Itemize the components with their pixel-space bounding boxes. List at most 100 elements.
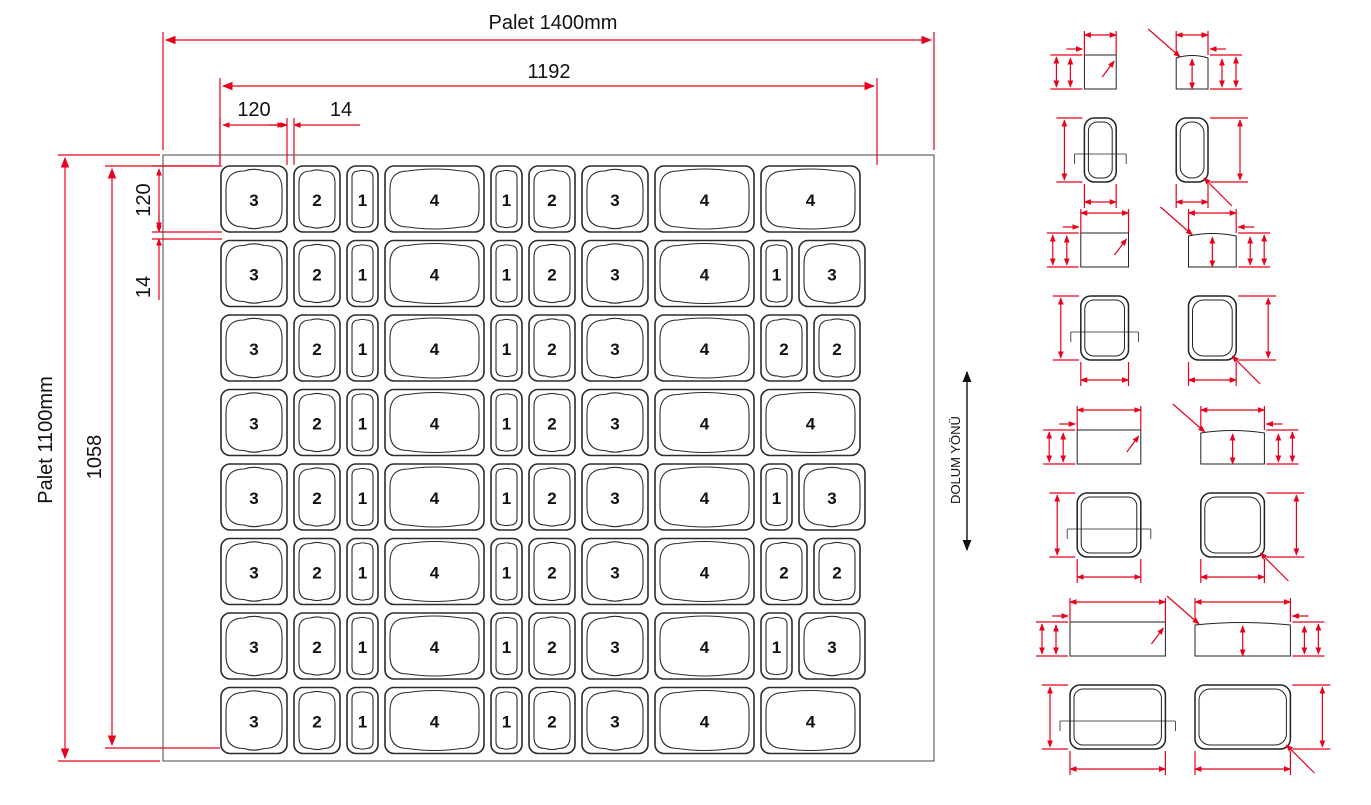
container-type-label: 2 — [312, 340, 321, 359]
container-type-label: 4 — [700, 713, 710, 732]
container-type-label: 4 — [806, 713, 816, 732]
container-type-label: 1 — [358, 489, 367, 508]
detail-drawings — [1036, 28, 1331, 775]
layout-height-label: 1058 — [84, 435, 106, 480]
container-type-label: 3 — [827, 266, 836, 285]
container-cell-type-3: 3 — [581, 686, 649, 755]
container-type-label: 1 — [358, 564, 367, 583]
container-type-label: 2 — [312, 415, 321, 434]
container-type-label: 4 — [430, 638, 440, 657]
container-type-label: 1 — [502, 340, 511, 359]
container-cell-type-4: 4 — [654, 314, 755, 382]
container-cell-type-4: 4 — [654, 239, 755, 308]
container-type-label: 3 — [610, 489, 619, 508]
container-cell-type-3: 3 — [581, 612, 649, 680]
container-type-label: 4 — [700, 638, 710, 657]
container-cell-type-3: 3 — [220, 537, 288, 606]
direction-label: DOLUM YÖNÜ — [948, 416, 963, 504]
cell-height-dimension: 120 14 — [133, 165, 222, 300]
container-cell-type-2: 2 — [528, 686, 576, 755]
container-type-label: 3 — [249, 266, 258, 285]
container-cell-type-2: 2 — [528, 314, 576, 382]
container-type-label: 1 — [502, 713, 511, 732]
container-cell-type-3: 3 — [581, 388, 649, 457]
container-cell-type-2: 2 — [813, 314, 861, 382]
container-type-label: 3 — [610, 713, 619, 732]
container-type-label: 2 — [779, 564, 788, 583]
container-type-label: 2 — [547, 340, 556, 359]
container-cell-type-4: 4 — [384, 314, 485, 382]
container-cell-type-1: 1 — [490, 165, 523, 233]
container-type-label: 3 — [249, 564, 258, 583]
pallet-width-dimension: Palet 1400mm — [162, 12, 935, 150]
container-cell-type-1: 1 — [346, 537, 379, 606]
container-cell-type-1: 1 — [760, 463, 793, 531]
container-type-label: 4 — [806, 191, 816, 210]
container-cell-type-1: 1 — [346, 463, 379, 531]
container-cell-type-4: 4 — [384, 239, 485, 308]
container-type-label: 4 — [430, 415, 440, 434]
pallet-height-dimension: Palet 1100mm — [35, 154, 160, 762]
container-cell-type-1: 1 — [346, 686, 379, 755]
layout-height-dimension: 1058 — [84, 165, 220, 749]
container-type-label: 2 — [312, 638, 321, 657]
cell-width-dimension: 120 14 — [219, 99, 360, 165]
container-type-label: 3 — [827, 638, 836, 657]
container-cell-type-1: 1 — [490, 239, 523, 308]
container-cell-type-3: 3 — [220, 314, 288, 382]
container-cell-type-1: 1 — [346, 388, 379, 457]
container-cell-type-3: 3 — [220, 165, 288, 233]
container-cell-type-3: 3 — [798, 463, 866, 531]
closed-top-view — [1175, 117, 1209, 183]
container-type-label: 1 — [502, 191, 511, 210]
container-type-label: 2 — [547, 713, 556, 732]
container-type-label: 1 — [772, 638, 781, 657]
container-cell-type-4: 4 — [760, 388, 861, 457]
container-type-label: 3 — [610, 638, 619, 657]
container-cell-type-1: 1 — [346, 165, 379, 233]
container-type-label: 2 — [312, 713, 321, 732]
container-type-label: 1 — [502, 564, 511, 583]
container-cell-type-2: 2 — [528, 463, 576, 531]
closed-top-view — [1194, 684, 1292, 750]
container-cell-type-4: 4 — [384, 612, 485, 680]
container-cell-type-2: 2 — [293, 463, 341, 531]
container-type-label: 1 — [502, 638, 511, 657]
container-type-label: 1 — [772, 489, 781, 508]
container-type-label: 1 — [502, 266, 511, 285]
pallet-height-label: Palet 1100mm — [35, 376, 57, 503]
container-type-label: 4 — [430, 713, 440, 732]
section-view — [1080, 232, 1130, 268]
container-cell-type-2: 2 — [528, 239, 576, 308]
container-cell-type-3: 3 — [581, 463, 649, 531]
detail-type-2 — [1046, 206, 1277, 386]
container-type-label: 4 — [806, 415, 816, 434]
detail-type-3 — [1043, 403, 1305, 583]
container-type-label: 3 — [249, 713, 258, 732]
container-cell-type-2: 2 — [293, 239, 341, 308]
container-type-label: 3 — [249, 340, 258, 359]
closed-top-view — [1187, 295, 1237, 361]
container-type-label: 2 — [312, 191, 321, 210]
container-type-label: 1 — [358, 340, 367, 359]
container-cell-type-3: 3 — [798, 612, 866, 680]
container-cell-type-3: 3 — [220, 612, 288, 680]
container-cell-type-1: 1 — [760, 612, 793, 680]
cell-width-label: 120 — [237, 99, 270, 121]
container-type-label: 3 — [610, 191, 619, 210]
section-view — [1083, 54, 1117, 90]
container-cell-type-2: 2 — [760, 537, 808, 606]
container-type-label: 4 — [430, 266, 440, 285]
open-top-view — [1069, 684, 1167, 750]
gap-width-label: 14 — [330, 99, 352, 121]
container-cell-type-2: 2 — [293, 165, 341, 233]
container-type-label: 2 — [832, 340, 841, 359]
container-cell-type-2: 2 — [293, 314, 341, 382]
container-cell-type-2: 2 — [293, 686, 341, 755]
container-cell-type-4: 4 — [384, 686, 485, 755]
container-cell-type-3: 3 — [220, 686, 288, 755]
container-cell-type-2: 2 — [528, 537, 576, 606]
container-type-label: 3 — [249, 489, 258, 508]
container-cell-type-4: 4 — [654, 612, 755, 680]
container-cell-type-1: 1 — [346, 239, 379, 308]
